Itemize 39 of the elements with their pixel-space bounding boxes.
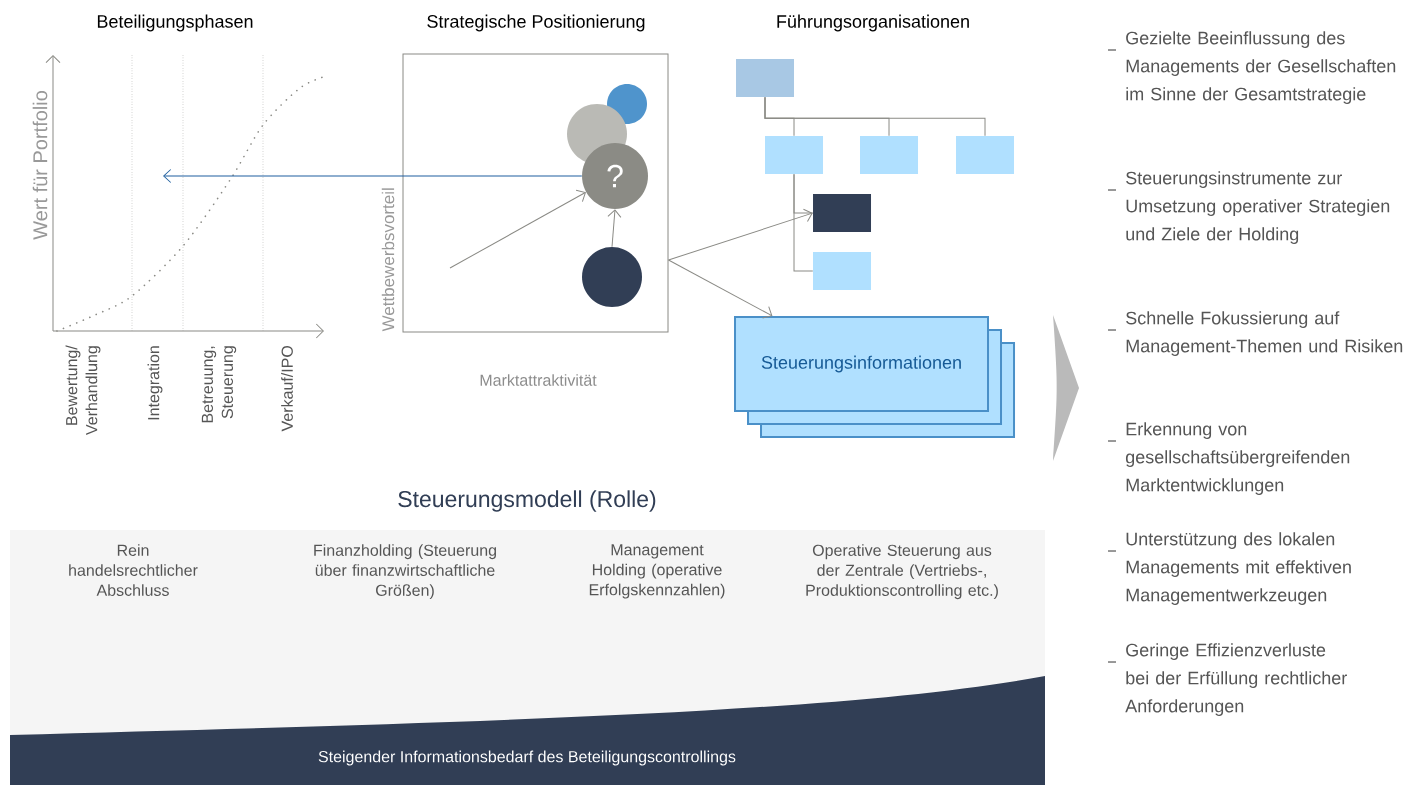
list-item: Geringe Effizienzverluste bei der Erfüllung rechtlicher Anforderungen [1107,643,1347,716]
column-text: Finanzholding (Steuerung über finanzwirtschaftliche Größen) [314,544,496,600]
list-item: Unterstützung des lokalen Managements mit effektiven Managementwerkzeugen [1107,532,1351,605]
list-item: Erkennung von gesellschaftsübergreifenden Marktentwicklungen [1107,422,1350,495]
org-box [813,194,871,232]
column-text: Rein handelsrechtlicher Abschluss [69,544,198,596]
quadrant-grid [402,53,669,333]
section-heading: Beteiligungsphasen [97,14,253,32]
arrow [607,209,622,248]
axis-label: Wert für Portfolio [32,91,48,240]
section-heading: Führungsorganisationen [777,14,969,32]
arrow [449,189,586,269]
arrow [668,259,773,319]
phase-label: Betreuung, Steuerung [201,346,237,423]
org-box [860,136,918,174]
phase-label: Verkauf/IPO [281,345,293,432]
section-heading: Strategische Positionierung [427,14,645,32]
axis-label: Marktattraktivität [480,374,597,386]
org-box [765,136,823,174]
org-box [736,59,794,97]
org-box [956,136,1014,174]
circle [607,84,647,124]
list-item: Schnelle Fokussierung auf Management-Themen und Risiken [1107,311,1403,356]
column-text: Management Holding (operative Erfolgskennzahlen) [589,544,725,599]
org-box [813,252,871,290]
arrow [163,169,583,183]
banner: Steigender Informationsbedarf des Beteiligungscontrollings [10,676,1045,785]
arrow [668,208,813,261]
list-item: Steuerungsinstrumente zur Umsetzung operativer Strategien und Ziele der Holding [1107,171,1390,244]
phase-label: Bewertung/ Verhandlung [65,345,101,435]
axis-label: Wettbewerbsvorteil [381,188,395,332]
circle [582,247,642,307]
list-item: Gezielte Beeinflussung des Managements der Gesellschaften im Sinne der Gesamtstrategie [1107,31,1396,104]
column-text: Operative Steuerung aus der Zentrale (Vertriebs-, Produktionscontrolling etc.) [806,544,998,600]
band-heading: Steuerungsmodell (Rolle) [398,490,656,512]
connector-line [764,96,986,137]
phase-label: Integration [147,346,163,420]
stacked-box: Steuerungsinformationen [734,316,1015,438]
connector-line [793,173,814,272]
